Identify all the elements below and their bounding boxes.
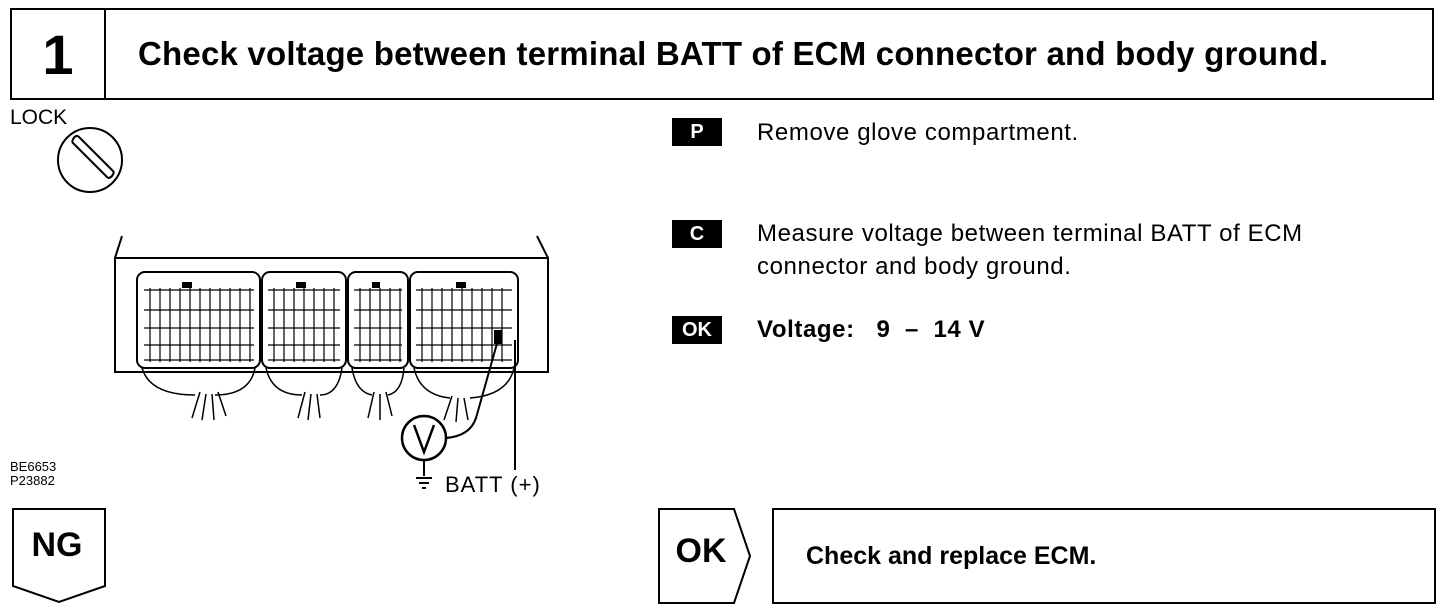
step-number: 1 <box>12 10 106 98</box>
terminal-grid <box>144 288 512 362</box>
ground-symbol <box>416 477 432 489</box>
ecm-housing <box>114 235 549 373</box>
step-title: Check voltage between terminal BATT of E… <box>138 35 1329 72</box>
ok-label: OK <box>675 532 727 570</box>
instruction-measure-voltage-line2: connector and body ground. <box>757 253 1072 280</box>
instruction-remove-glove-compartment: Remove glove compartment. <box>757 119 1079 146</box>
figure-code: BE6653 P23882 <box>10 460 56 488</box>
probe-lead <box>423 339 516 476</box>
figure-code-line: BE6653 <box>10 459 57 474</box>
lock-label: LOCK <box>10 106 68 129</box>
instruction-measure-voltage-line1: Measure voltage between terminal BATT of… <box>757 220 1303 247</box>
wire-harness <box>141 367 515 423</box>
badge-c: C <box>672 220 722 248</box>
ok-result-arrow <box>658 508 752 604</box>
batt-terminal-label: BATT (+) <box>445 472 541 497</box>
ignition-lock-icon <box>57 127 123 193</box>
ok-action-box: Check and replace ECM. <box>772 508 1436 604</box>
instruction-voltage-spec: Voltage: 9 – 14 V <box>757 316 986 343</box>
figure-code-line: P23882 <box>10 473 55 488</box>
voltmeter-symbol <box>400 414 448 462</box>
badge-ok: OK <box>672 316 722 344</box>
ng-result-box <box>12 508 106 604</box>
connector-latch <box>182 282 502 344</box>
connector-block <box>136 271 519 369</box>
badge-p: P <box>672 118 722 146</box>
ng-label: NG <box>31 526 83 564</box>
step-header: 1 Check voltage between terminal BATT of… <box>10 8 1434 100</box>
ok-action-text: Check and replace ECM. <box>806 541 1097 570</box>
ecm-connector-diagram <box>57 127 549 489</box>
